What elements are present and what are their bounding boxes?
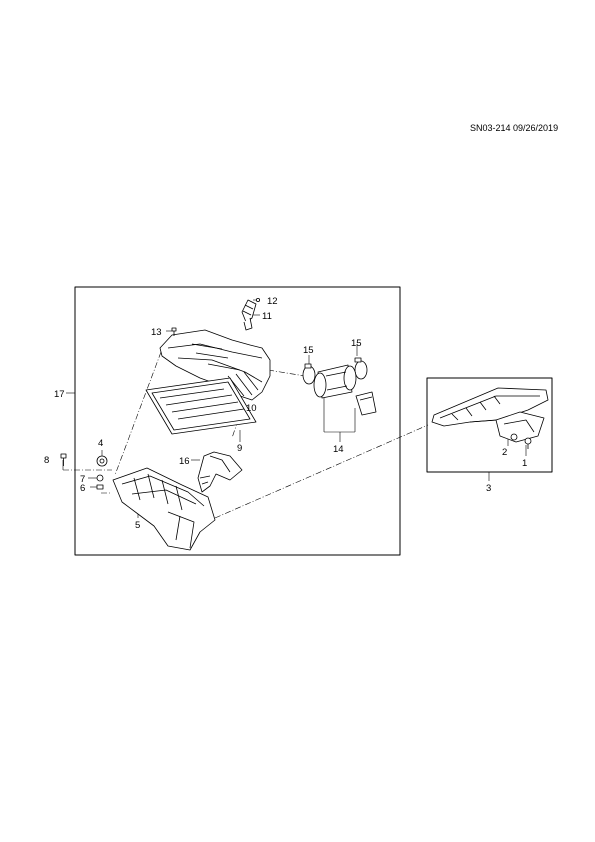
air-cleaner-housing — [112, 467, 216, 551]
callout-1: 1 — [522, 458, 527, 469]
intake-duct-fitting — [197, 451, 243, 493]
document-id: SN03-214 09/26/2019 — [470, 123, 559, 133]
bracket-bolt — [524, 437, 532, 449]
callout-17: 17 — [54, 389, 65, 400]
callout-4: 4 — [98, 438, 103, 449]
sensor-screw — [255, 297, 260, 302]
air-flow-duct — [313, 364, 377, 416]
cover-bolt — [171, 327, 177, 336]
clamp-right — [354, 357, 368, 380]
air-cleaner-cover — [159, 329, 271, 401]
callout-11: 11 — [262, 311, 272, 322]
inset-frame — [426, 377, 553, 473]
callout-9: 9 — [237, 443, 242, 454]
sensor — [241, 299, 257, 331]
callout-13: 13 — [151, 327, 162, 338]
callout-2: 2 — [502, 447, 507, 458]
callout-12: 12 — [267, 296, 278, 307]
clamp-left — [302, 363, 316, 385]
bolt — [60, 453, 67, 466]
grommet — [96, 455, 108, 467]
callout-8: 8 — [44, 455, 49, 466]
callout-7: 7 — [80, 474, 85, 485]
callout-3: 3 — [486, 483, 491, 494]
callout-labels: 17 3 1 2 4 5 6 7 8 9 10 11 12 13 14 15 1… — [44, 296, 527, 531]
callout-15-right: 15 — [351, 338, 362, 349]
air-cleaner-bracket — [431, 387, 549, 443]
air-filter-element — [145, 377, 257, 435]
mount-grommet — [96, 474, 104, 490]
callout-6: 6 — [80, 483, 85, 494]
bracket-nut — [510, 433, 518, 441]
main-frame — [74, 286, 401, 556]
callout-16: 16 — [179, 456, 190, 467]
callout-15-left: 15 — [303, 345, 314, 356]
callout-10: 10 — [246, 403, 257, 414]
callout-5: 5 — [135, 520, 140, 531]
callout-14: 14 — [333, 444, 344, 455]
